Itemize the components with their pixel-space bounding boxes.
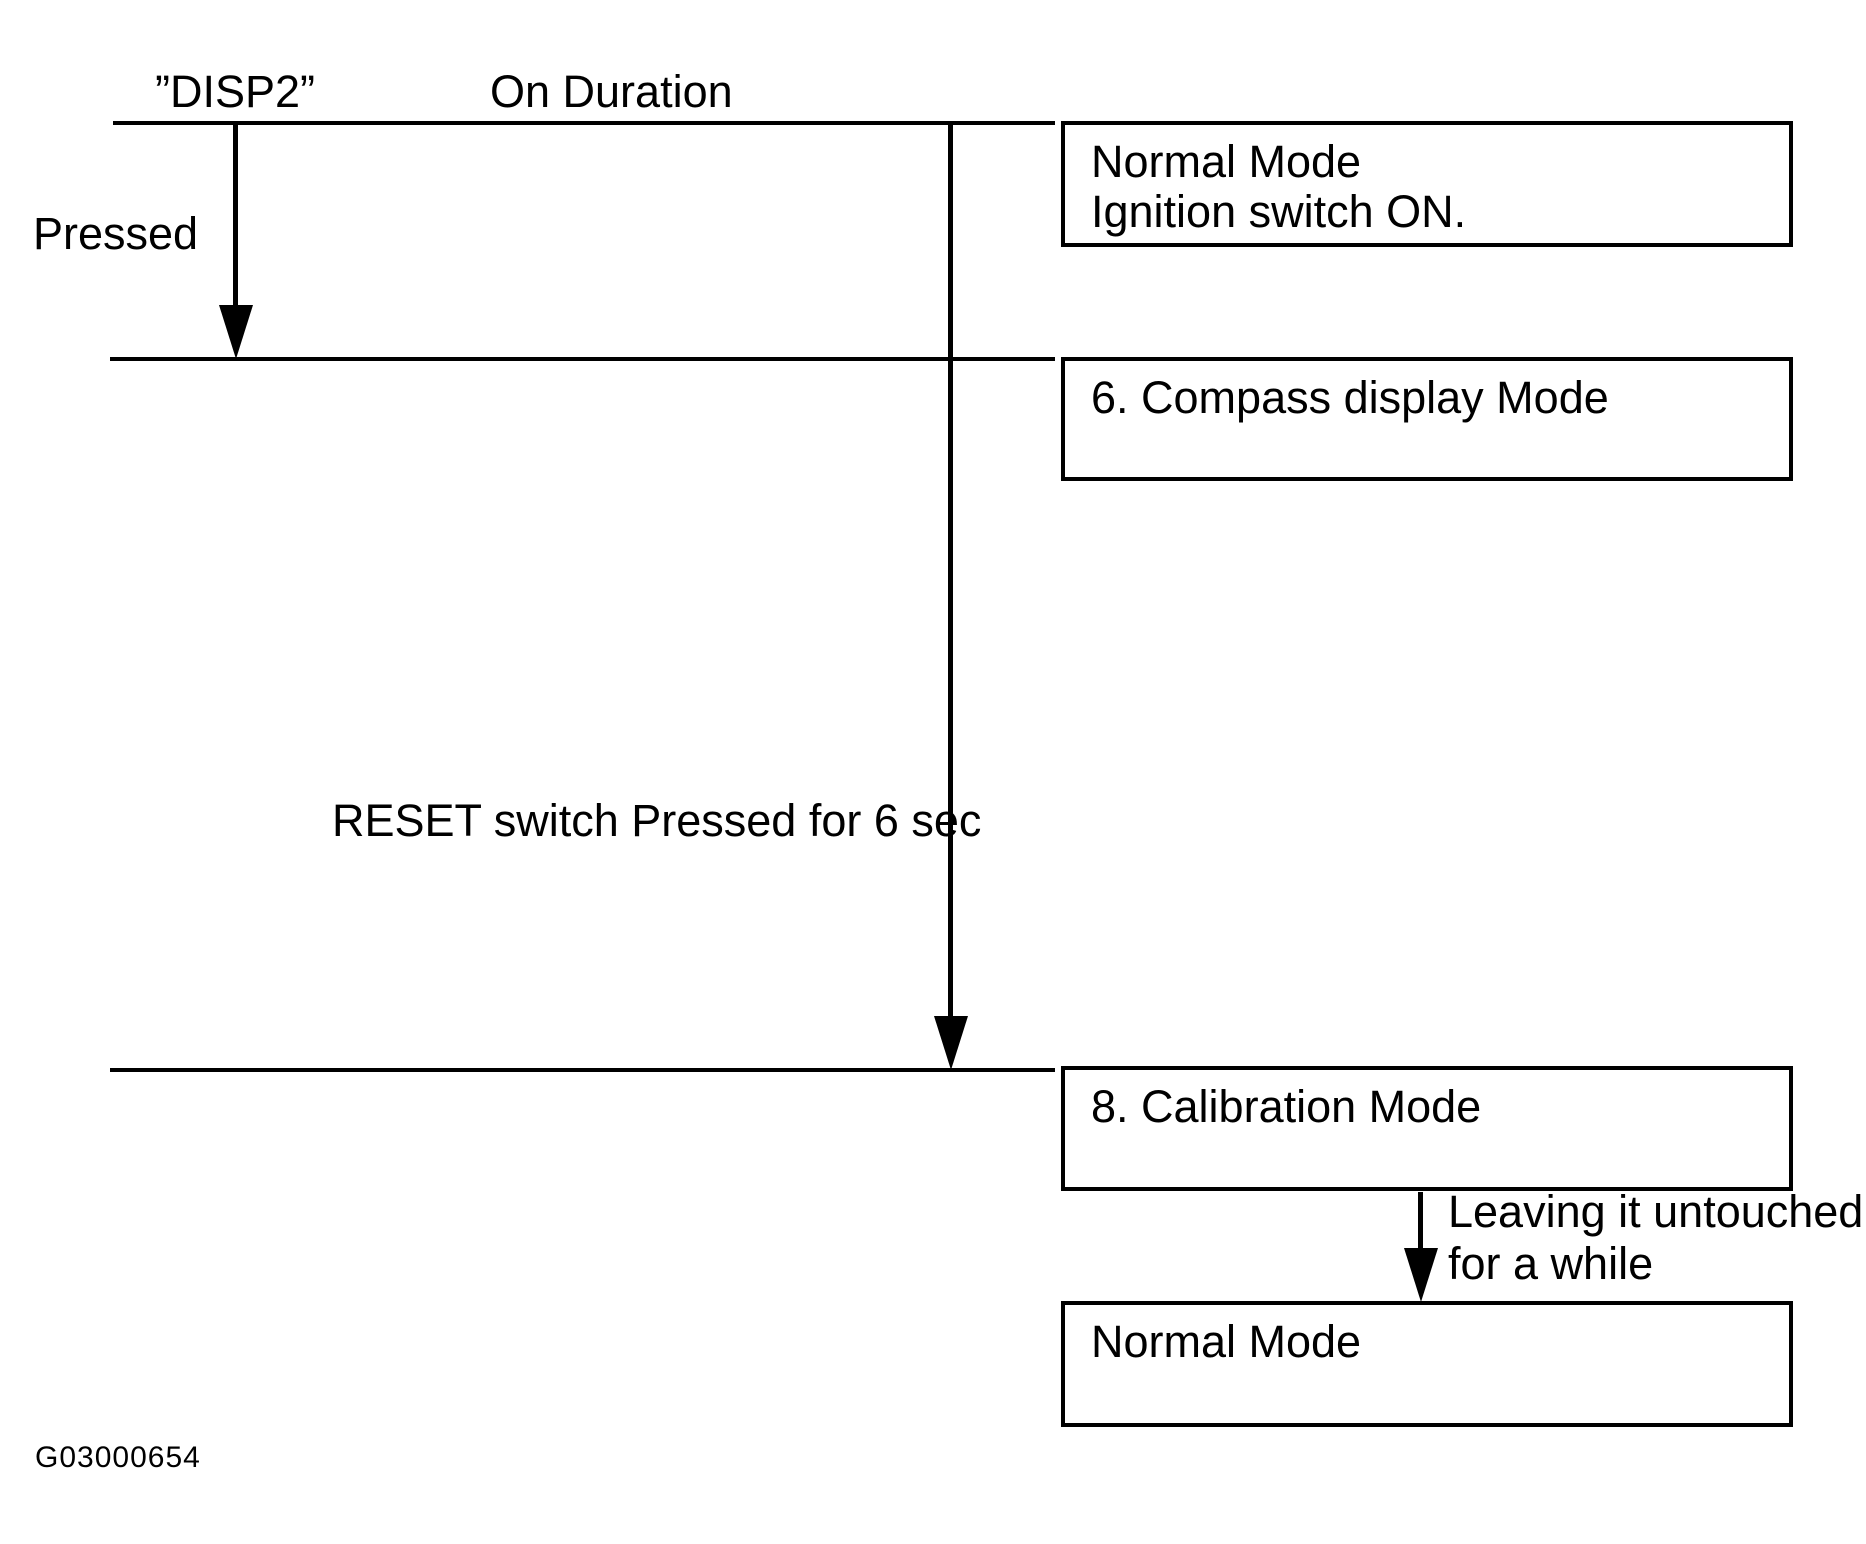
- normal-mode-end-line1: Normal Mode: [1091, 1316, 1362, 1367]
- calibration-mode-box: 8. Calibration Mode: [1061, 1066, 1793, 1191]
- normal-mode-start-line1: Normal Mode: [1091, 136, 1362, 187]
- timeline-rule-middle: [110, 357, 1055, 361]
- timeline-rule-top: [113, 121, 1055, 125]
- timeout-label-line1: Leaving it untouched: [1448, 1186, 1864, 1237]
- normal-mode-end-box: Normal Mode: [1061, 1301, 1793, 1427]
- timeout-label: Leaving it untouched for a while: [1448, 1186, 1863, 1290]
- disp2-pressed-arrowhead-icon: [219, 305, 253, 359]
- reset-switch-label: RESET switch Pressed for 6 sec: [332, 795, 982, 846]
- on-duration-label: On Duration: [490, 66, 733, 117]
- calibration-mode-line1: 8. Calibration Mode: [1091, 1081, 1482, 1132]
- pressed-label: Pressed: [33, 208, 199, 259]
- disp2-pressed-arrow-shaft: [233, 121, 238, 311]
- disp2-switch-label: ”DISP2”: [155, 66, 316, 117]
- normal-mode-start-box: Normal Mode Ignition switch ON.: [1061, 121, 1793, 247]
- timeout-label-line2: for a while: [1448, 1238, 1654, 1289]
- figure-id: G03000654: [35, 1441, 201, 1474]
- compass-display-mode-box: 6. Compass display Mode: [1061, 357, 1793, 481]
- timeout-arrowhead-icon: [1404, 1248, 1438, 1302]
- normal-mode-start-line2: Ignition switch ON.: [1091, 186, 1467, 237]
- timeline-rule-bottom: [110, 1068, 1055, 1072]
- compass-display-mode-line1: 6. Compass display Mode: [1091, 372, 1609, 423]
- reset-hold-arrowhead-icon: [934, 1016, 968, 1070]
- timeout-arrow-shaft: [1418, 1192, 1423, 1254]
- reset-hold-arrow-shaft: [948, 121, 953, 1019]
